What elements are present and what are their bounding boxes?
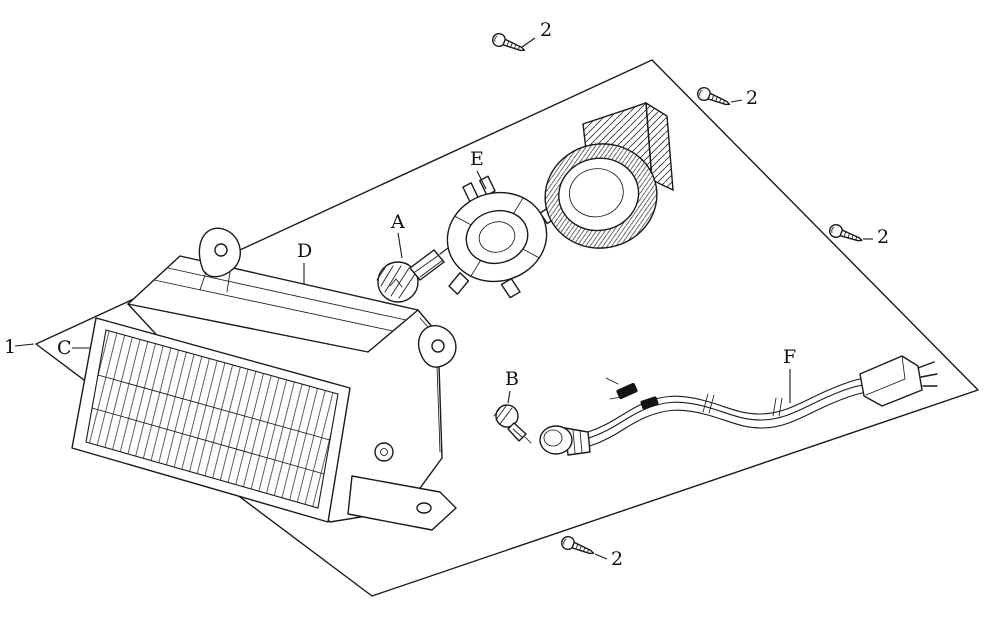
bulb-filament xyxy=(389,278,403,288)
callout-2-right: 2 xyxy=(877,226,889,248)
tab-hole xyxy=(431,339,445,353)
leader-line-a xyxy=(397,232,403,259)
callout-e: E xyxy=(470,148,484,170)
bulb-contact xyxy=(439,247,449,255)
screw-icon xyxy=(559,534,597,560)
lens-ribbed-face xyxy=(85,329,339,509)
harness-wire xyxy=(587,377,869,433)
leader-line-b xyxy=(507,390,511,404)
wedge-bulb xyxy=(493,404,532,444)
rubber-boot xyxy=(544,143,658,249)
connector-terminals xyxy=(917,361,938,387)
callout-c: C xyxy=(57,337,72,359)
assembly-boundary-outline xyxy=(35,59,979,597)
retainer-prong xyxy=(479,175,496,196)
retainer-tab xyxy=(448,272,470,295)
tab-hole xyxy=(214,243,228,257)
callout-2-top: 2 xyxy=(540,19,552,41)
headlight-lens xyxy=(71,317,351,523)
screw-icon xyxy=(695,85,733,111)
callout-b: B xyxy=(505,368,519,390)
leader-line-screw-upper-right xyxy=(730,99,743,103)
callout-2-upper-right: 2 xyxy=(746,87,758,109)
housing-adjuster xyxy=(374,442,394,462)
wire-harness xyxy=(539,355,938,456)
harness-connector-plug xyxy=(859,355,938,407)
harness-bulb-socket xyxy=(539,425,591,456)
headlight-bulb xyxy=(376,247,449,303)
leader-line-1 xyxy=(14,343,35,347)
leader-line-e xyxy=(476,170,487,190)
harness-wire xyxy=(589,391,871,447)
callout-1: 1 xyxy=(4,336,16,358)
harness-wire xyxy=(588,384,870,439)
callout-a: A xyxy=(390,211,405,233)
callout-d: D xyxy=(297,240,312,262)
housing-top-mounting-tab xyxy=(198,227,241,293)
leader-line-screw-bottom xyxy=(594,553,608,560)
callout-f: F xyxy=(783,346,796,368)
bracket-hole xyxy=(416,502,432,514)
screw-icon xyxy=(490,31,528,57)
harness-tape-marks xyxy=(702,393,783,417)
retainer-tab xyxy=(500,278,521,299)
housing-right-mounting-tab xyxy=(417,325,457,368)
callout-2-bottom: 2 xyxy=(611,548,623,570)
bulb-retainer-ring xyxy=(446,175,561,299)
housing-lower-bracket xyxy=(347,475,457,531)
harness-splice-connectors xyxy=(605,377,659,410)
leader-line-screw-top xyxy=(521,37,536,48)
